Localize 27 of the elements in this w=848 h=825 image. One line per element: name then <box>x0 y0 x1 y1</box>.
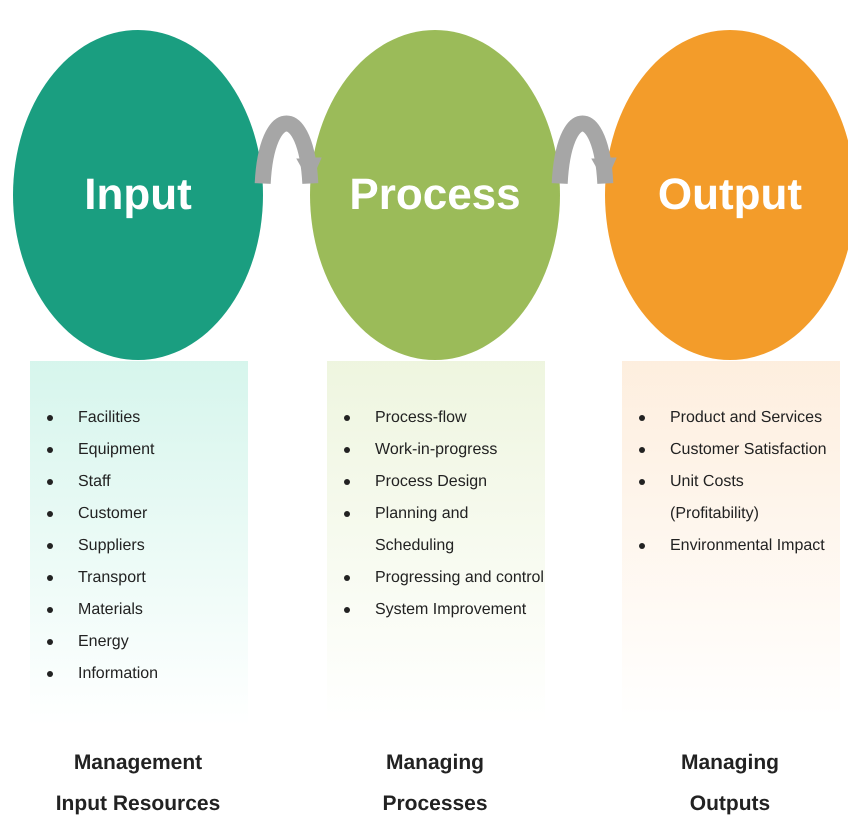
list-item: Energy <box>78 632 130 652</box>
list-item: Equipment <box>78 440 156 460</box>
list-item: Work-in-progress <box>375 440 498 460</box>
column-caption: Managing Outputs <box>680 750 780 817</box>
list-item: Customer Satisfaction <box>670 440 828 460</box>
list-item: Progressing and control <box>375 568 545 588</box>
list-item: Customer <box>78 504 148 524</box>
column-caption: Managing Processes <box>381 750 489 817</box>
list-item: Unit Costs (Profitability) <box>670 472 760 524</box>
stage-title: Input <box>84 170 192 220</box>
curved-arrow <box>254 116 321 184</box>
list-item: Suppliers <box>78 536 146 556</box>
list-item: Environmental Impact <box>670 536 826 556</box>
stage-title: Process <box>349 170 521 220</box>
list-item: Materials <box>78 600 144 620</box>
list-item: Staff <box>78 472 112 492</box>
list-item: Process-flow <box>375 408 468 428</box>
list-item: Facilities <box>78 408 142 428</box>
list-item: Planning and Scheduling <box>375 504 470 556</box>
list-item: Transport <box>78 568 147 588</box>
column-caption: Management Input Resources <box>54 750 222 817</box>
stage-title: Output <box>658 170 802 220</box>
list-item: Process Design <box>375 472 488 492</box>
list-item: Information <box>78 664 160 684</box>
curved-arrow <box>552 116 616 184</box>
list-item: System Improvement <box>375 600 528 620</box>
list-item: Product and Services <box>670 408 824 428</box>
